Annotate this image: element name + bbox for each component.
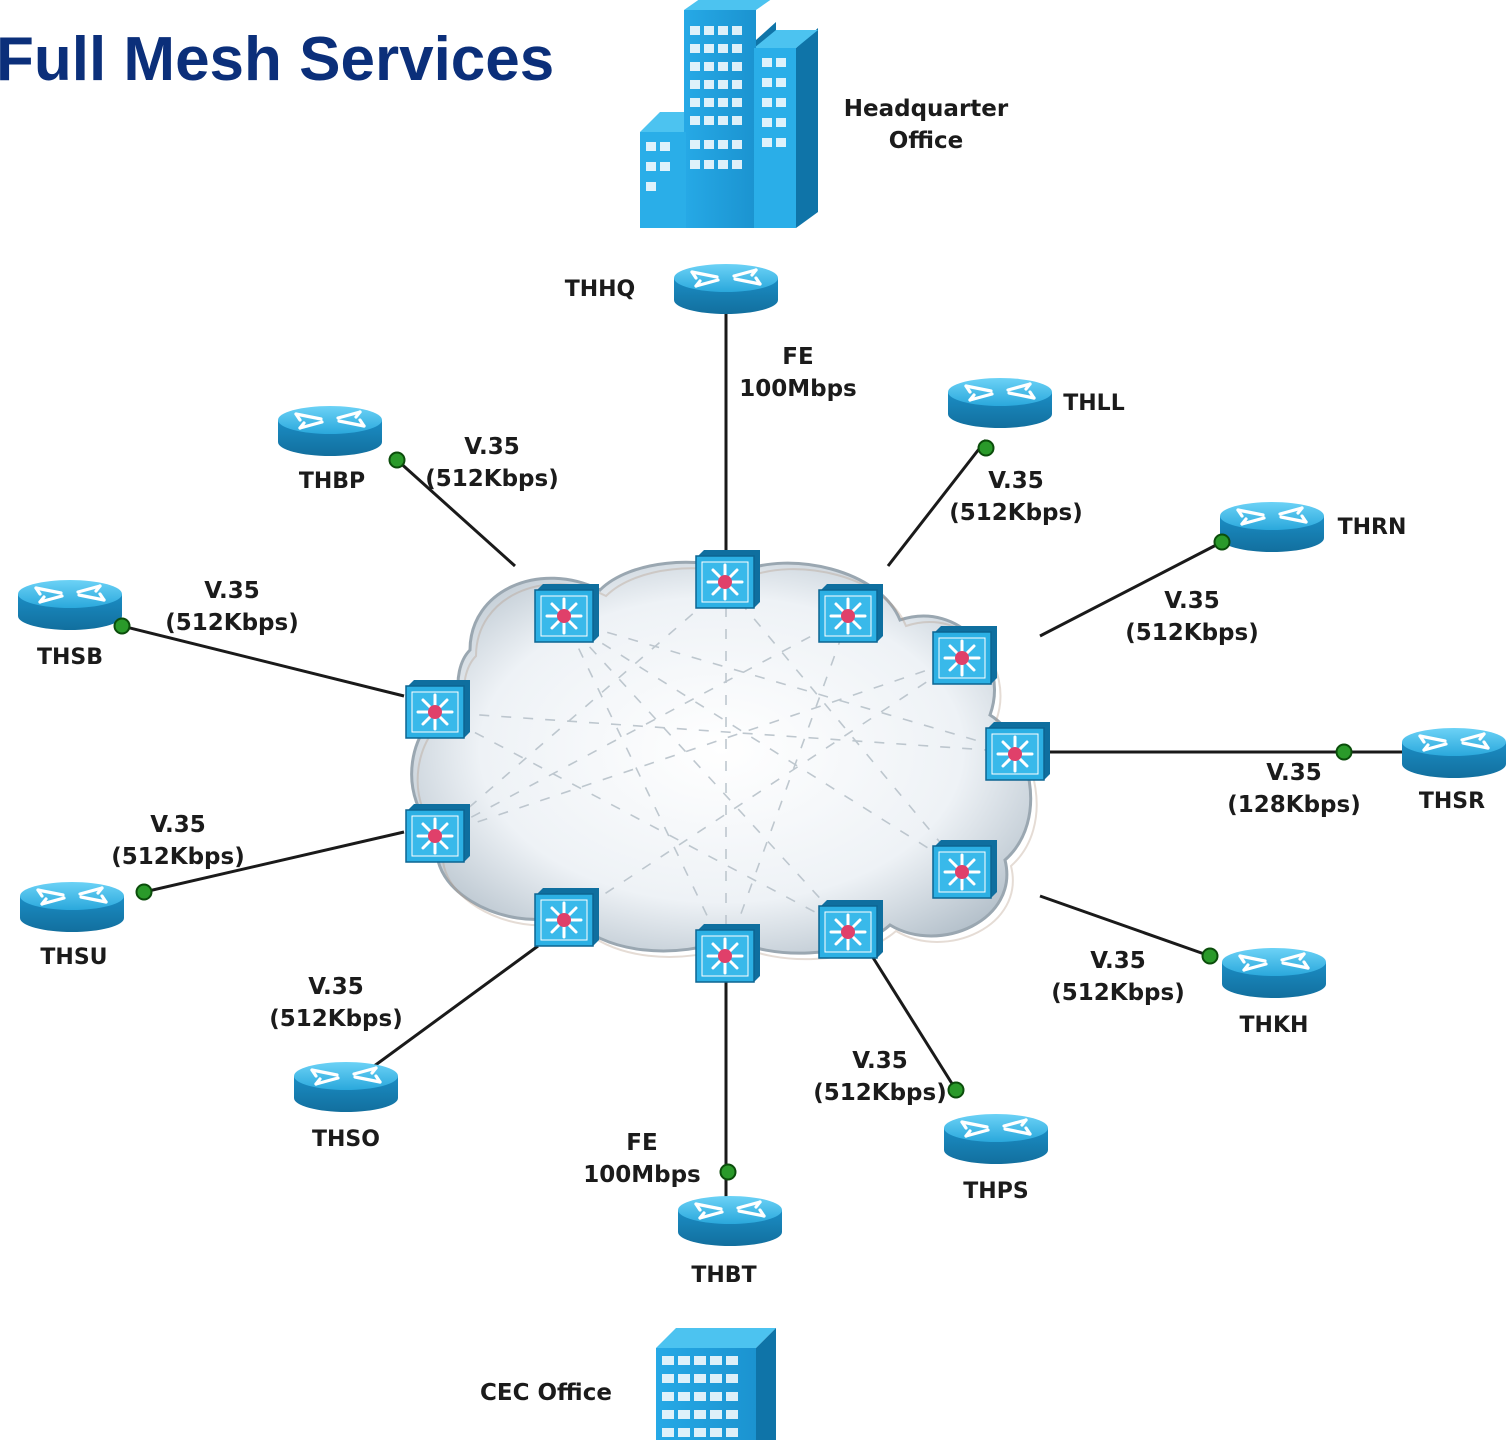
serial-connector — [947, 1081, 965, 1099]
link-label-thbt-1: FE — [626, 1130, 657, 1156]
serial-connector — [719, 1163, 737, 1181]
link-label-thhq-1: FE — [782, 344, 813, 370]
multilayer-switch-icon — [404, 802, 472, 864]
serial-connector — [388, 451, 406, 469]
router-label: THSR — [1419, 789, 1485, 814]
router-icon — [16, 578, 124, 632]
serial-connector — [1335, 743, 1353, 761]
router-label: THLL — [1063, 391, 1124, 416]
link-label-thrn-1: V.35 — [1164, 588, 1220, 614]
routers: THHQ THLL THRN THSR THKH THPS THBT THSO — [16, 262, 1506, 1288]
router-label: THSO — [312, 1127, 380, 1152]
link-label-thsr-1: V.35 — [1266, 760, 1322, 786]
link-label-thsr-2: (128Kbps) — [1227, 792, 1360, 818]
multilayer-switch-icon — [984, 720, 1052, 782]
serial-connector — [135, 883, 153, 901]
cec-label: CEC Office — [480, 1380, 612, 1406]
router-thso[interactable]: THSO — [292, 1060, 400, 1152]
router-label: THSB — [37, 645, 103, 670]
link-labels: FE 100Mbps V.35 (512Kbps) V.35 (512Kbps)… — [111, 344, 1360, 1188]
router-thkh[interactable]: THKH — [1220, 946, 1328, 1038]
headquarter-label-line1: Headquarter — [844, 96, 1009, 122]
router-icon — [276, 404, 384, 458]
router-thsu[interactable]: THSU — [18, 880, 126, 970]
link-label-thsu-1: V.35 — [150, 812, 206, 838]
link-thkh — [1039, 894, 1211, 958]
router-icon — [676, 1194, 784, 1248]
cec-building: CEC Office — [480, 1328, 776, 1440]
router-icon — [672, 262, 780, 316]
router-label: THHQ — [565, 277, 636, 302]
router-label: THKH — [1240, 1013, 1309, 1038]
link-label-thso-1: V.35 — [308, 974, 364, 1000]
router-icon — [946, 376, 1054, 430]
links — [121, 312, 1410, 1200]
router-icon — [1220, 946, 1328, 1000]
link-thsu — [143, 830, 405, 894]
link-label-thll-1: V.35 — [988, 468, 1044, 494]
router-label: THBT — [691, 1263, 756, 1288]
headquarter-label-line2: Office — [889, 128, 963, 154]
multilayer-switch-icon — [931, 838, 999, 900]
serial-connector — [113, 617, 131, 635]
link-label-thsb-2: (512Kbps) — [165, 610, 298, 636]
serial-connector — [1201, 947, 1219, 965]
multilayer-switch-icon — [404, 678, 472, 740]
router-thps[interactable]: THPS — [942, 1112, 1050, 1204]
link-thsb — [121, 624, 405, 698]
link-label-thll-2: (512Kbps) — [949, 500, 1082, 526]
link-label-thps-2: (512Kbps) — [813, 1080, 946, 1106]
link-thll — [886, 439, 988, 567]
router-thsr[interactable]: THSR — [1400, 726, 1506, 814]
router-icon — [1218, 500, 1326, 554]
link-thps — [870, 955, 958, 1091]
router-label: THPS — [963, 1179, 1028, 1204]
multilayer-switch-icon — [817, 582, 885, 644]
serial-connector — [977, 439, 995, 457]
link-label-thrn-2: (512Kbps) — [1125, 620, 1258, 646]
mesh-cloud — [410, 560, 1038, 961]
router-icon — [942, 1112, 1050, 1166]
router-thsb[interactable]: THSB — [16, 578, 124, 670]
link-label-thso-2: (512Kbps) — [269, 1006, 402, 1032]
link-label-thkh-1: V.35 — [1090, 948, 1146, 974]
link-thbp — [395, 458, 517, 568]
multilayer-switch-icon — [694, 548, 762, 610]
router-icon — [292, 1060, 400, 1114]
headquarter-building: Headquarter Office — [640, 0, 1009, 228]
multilayer-switch-icon — [533, 582, 601, 644]
link-label-thps-1: V.35 — [852, 1048, 908, 1074]
link-label-thkh-2: (512Kbps) — [1051, 980, 1184, 1006]
router-label: THBP — [299, 469, 365, 494]
router-icon — [1400, 726, 1506, 780]
router-thbp[interactable]: THBP — [276, 404, 384, 494]
link-label-thbt-2: 100Mbps — [583, 1162, 701, 1188]
link-label-thbp-2: (512Kbps) — [425, 466, 558, 492]
serial-connector — [1213, 533, 1231, 551]
page-title: Full Mesh Services — [0, 25, 554, 94]
multilayer-switch-icon — [533, 886, 601, 948]
multilayer-switch-icon — [694, 922, 762, 984]
office-building-icon — [640, 0, 818, 228]
router-thll[interactable]: THLL — [946, 376, 1125, 430]
link-label-thhq-2: 100Mbps — [739, 376, 857, 402]
router-thbt[interactable]: THBT — [676, 1194, 784, 1288]
link-thrn — [1039, 540, 1223, 638]
router-thrn[interactable]: THRN — [1218, 500, 1407, 554]
link-label-thsu-2: (512Kbps) — [111, 844, 244, 870]
router-label: THRN — [1338, 515, 1407, 540]
link-label-thbp-1: V.35 — [464, 434, 520, 460]
office-building-icon — [656, 1328, 776, 1440]
link-label-thsb-1: V.35 — [204, 578, 260, 604]
multilayer-switch-icon — [817, 898, 885, 960]
router-label: THSU — [40, 945, 107, 970]
router-thhq[interactable]: THHQ — [565, 262, 780, 316]
link-thso — [365, 944, 539, 1074]
router-icon — [18, 880, 126, 934]
multilayer-switch-icon — [931, 624, 999, 686]
